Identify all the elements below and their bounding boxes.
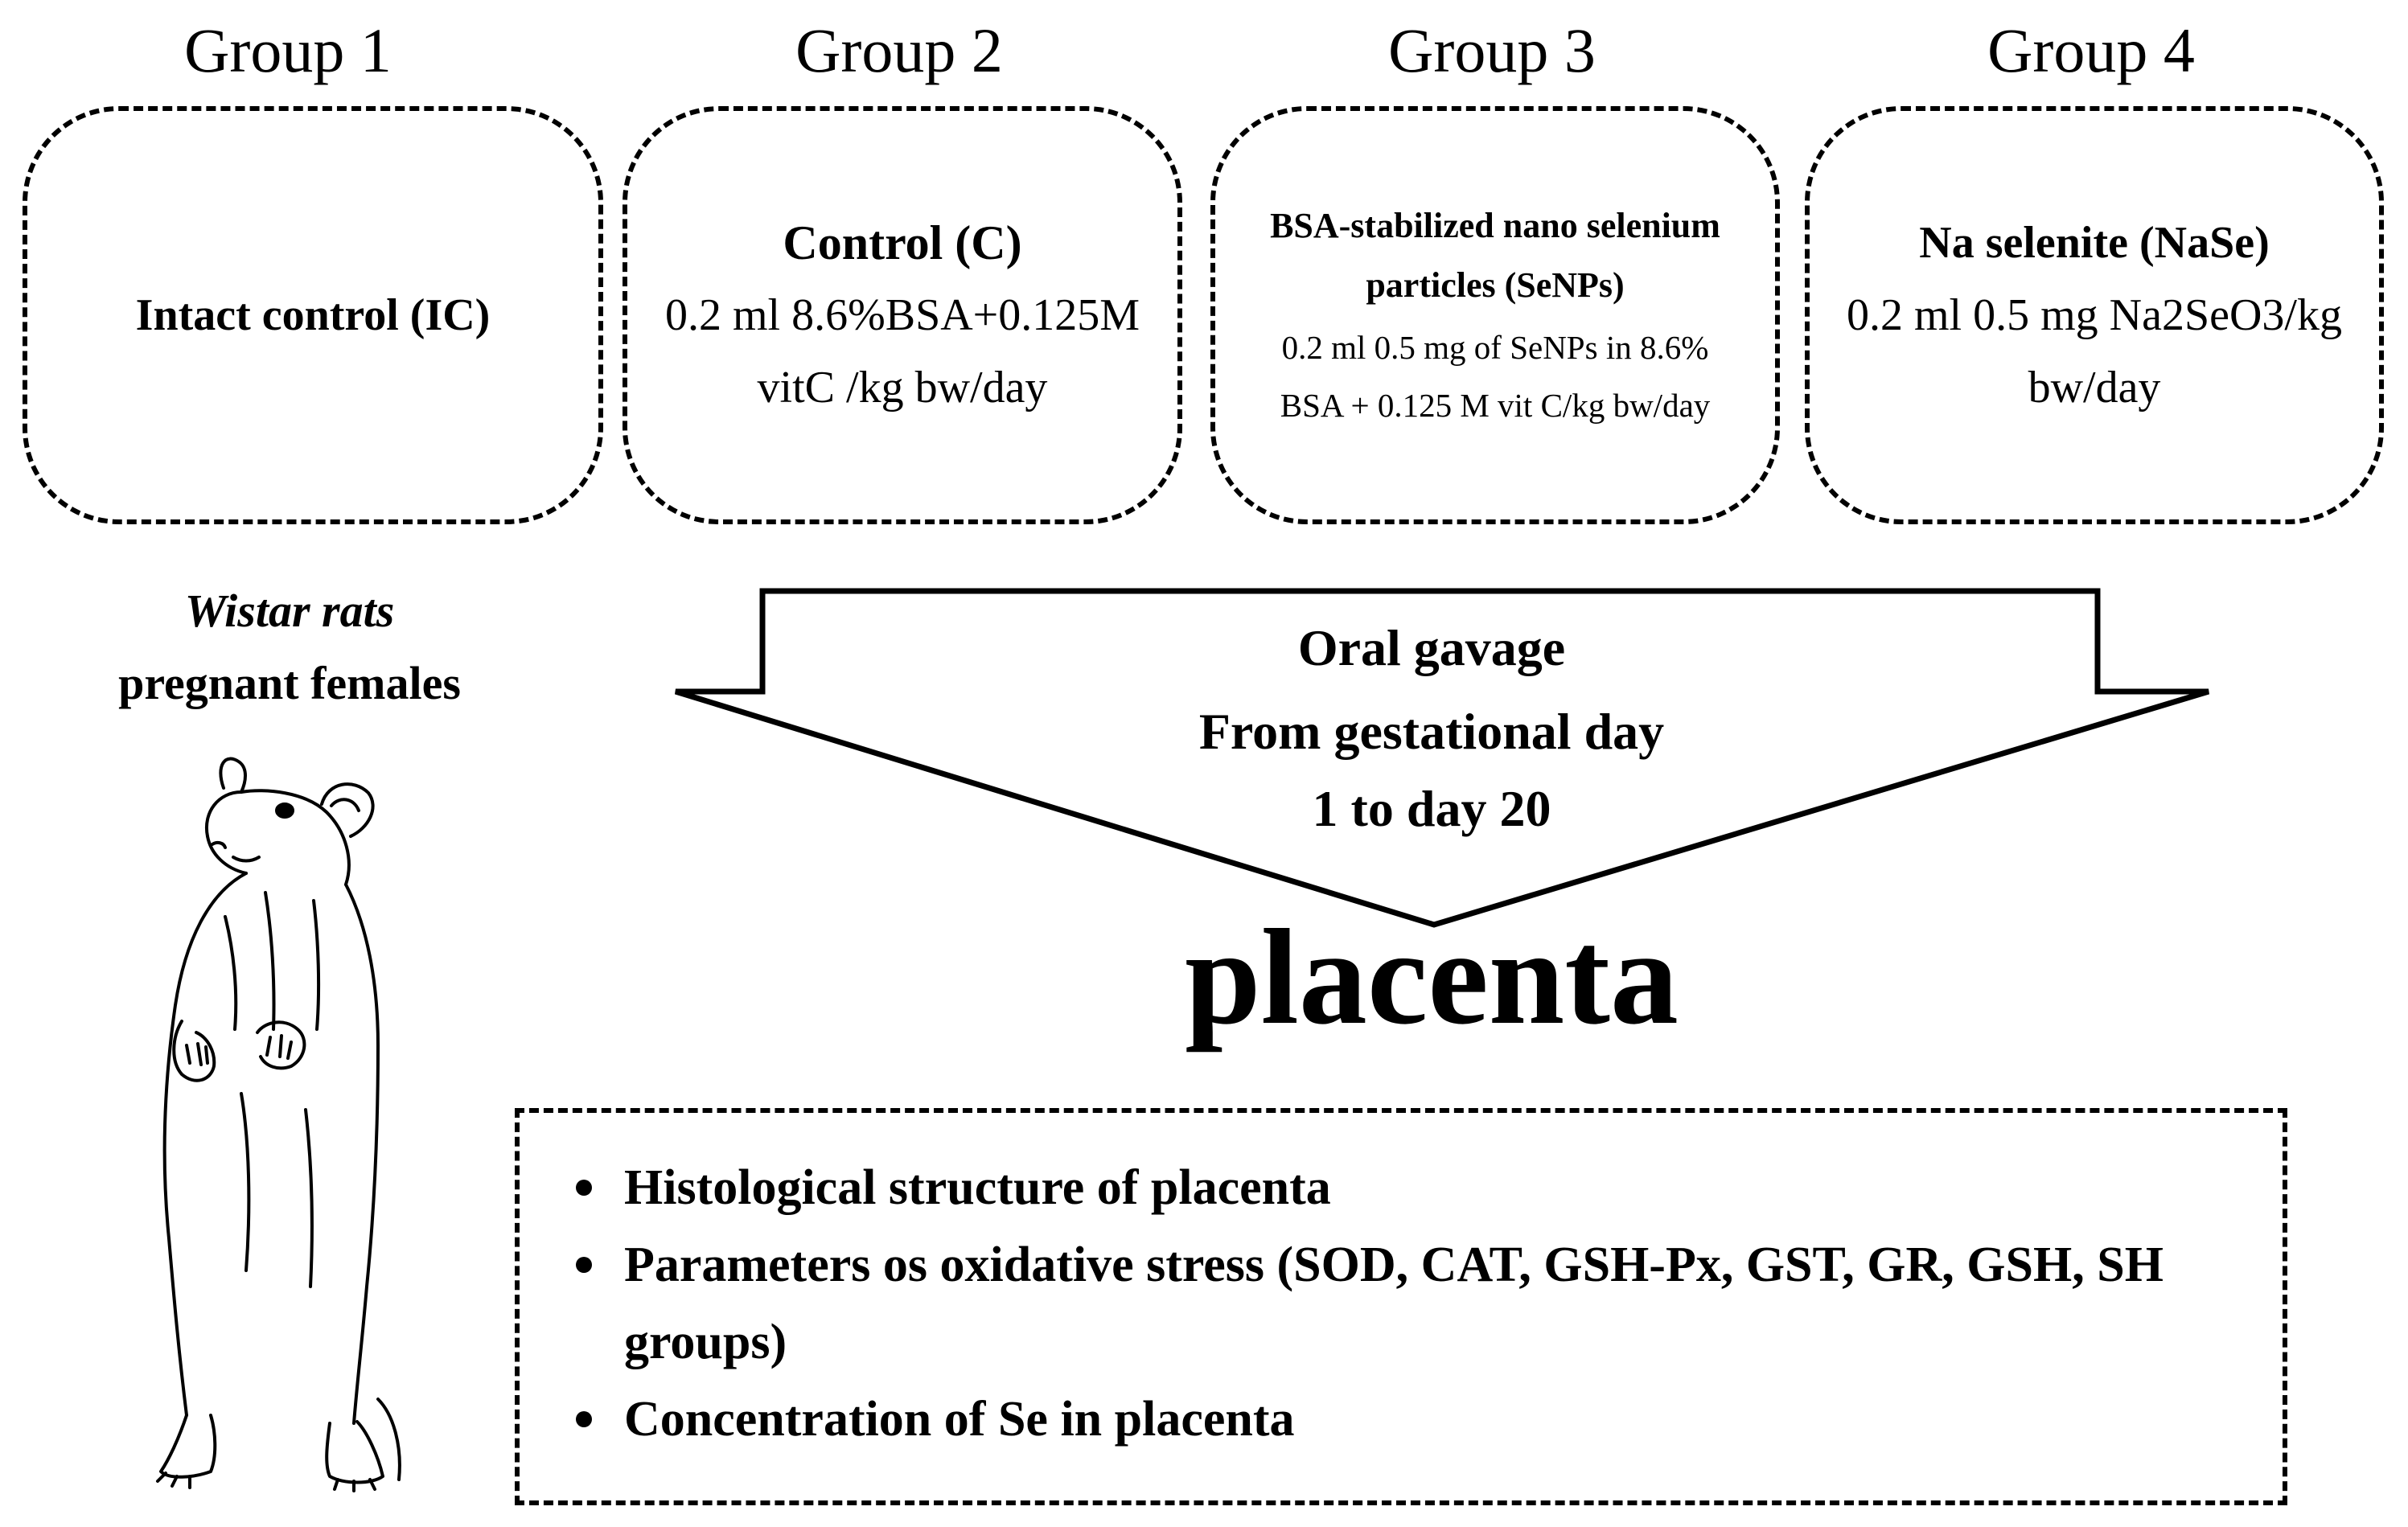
group-1-heading: Intact control (IC) — [135, 290, 491, 340]
subject-label: Wistar rats pregnant females — [80, 575, 499, 720]
group-4-heading: Na selenite (NaSe) — [1919, 218, 2270, 268]
outcome-item: Parameters os oxidative stress (SOD, CAT… — [568, 1226, 2241, 1381]
group-2-heading: Control (C) — [783, 216, 1022, 269]
group-3-dose-line-1: 0.2 ml 0.5 mg of SeNPs in 8.6% — [1281, 329, 1709, 366]
outcome-item: Concentration of Se in placenta — [568, 1381, 2241, 1458]
group-3-heading: BSA-stabilized nano selenium particles (… — [1270, 206, 1720, 305]
subject-description: pregnant females — [118, 657, 461, 709]
outcome-item: Histological structure of placenta — [568, 1149, 2241, 1226]
group-3-title: Group 3 — [1388, 15, 1596, 85]
group-3-box: BSA-stabilized nano selenium particles (… — [1210, 106, 1780, 524]
group-3-dose-line-2: BSA + 0.125 M vit C/kg bw/day — [1280, 387, 1711, 424]
group-4-title: Group 4 — [1987, 15, 2195, 85]
group-1-box: Intact control (IC) — [23, 106, 603, 524]
group-2-dose-line-1: 0.2 ml 8.6%BSA+0.125M — [664, 290, 1140, 340]
administration-period-line-1: From gestational day — [1198, 703, 1665, 760]
group-2-box: Control (C) 0.2 ml 8.6%BSA+0.125M vitC /… — [623, 106, 1182, 524]
target-organ-label: placenta — [1185, 901, 1679, 1053]
group-4-dose-line-1: 0.2 ml 0.5 mg Na2SeO3/kg — [1847, 290, 2342, 340]
group-1-title: Group 1 — [184, 15, 392, 85]
group-4-box: Na selenite (NaSe) 0.2 ml 0.5 mg Na2SeO3… — [1805, 106, 2384, 524]
outcomes-box: Histological structure of placenta Param… — [515, 1108, 2287, 1505]
group-4-dose-line-2: bw/day — [2028, 363, 2161, 413]
administration-route: Oral gavage — [1297, 619, 1566, 676]
rat-illustration — [156, 757, 401, 1492]
group-2-title: Group 2 — [795, 15, 1003, 85]
subject-species: Wistar rats — [184, 585, 395, 637]
outcomes-list: Histological structure of placenta Param… — [568, 1149, 2241, 1458]
group-2-dose-line-2: vitC /kg bw/day — [757, 363, 1048, 413]
administration-period-line-2: 1 to day 20 — [1312, 780, 1551, 837]
down-arrow — [674, 588, 2210, 928]
